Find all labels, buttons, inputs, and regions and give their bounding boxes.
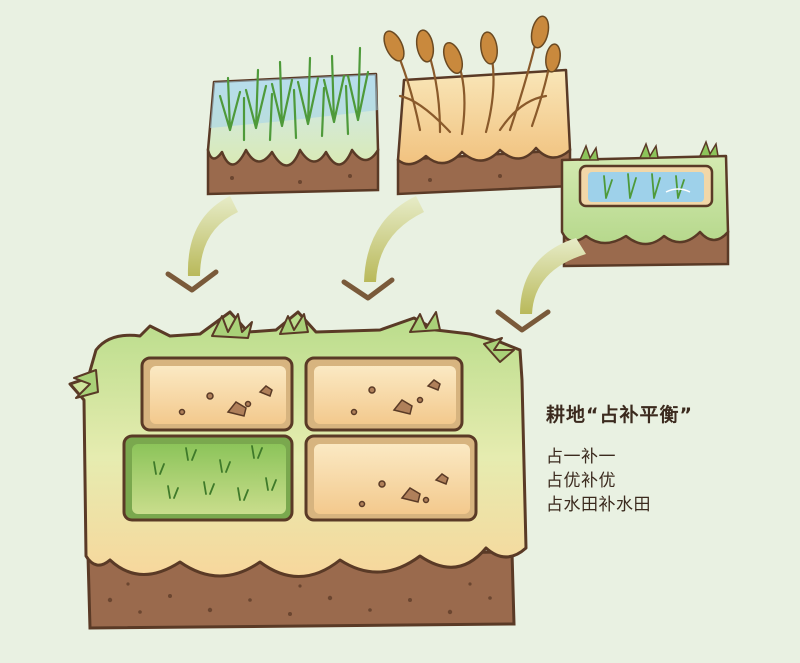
rice-seedling-block bbox=[206, 46, 380, 196]
wheat-field-block bbox=[383, 15, 572, 196]
caption-line-2: 占优补优 bbox=[546, 471, 616, 491]
caption-title: 耕地“占补平衡” bbox=[546, 404, 693, 426]
caption-line-3: 占水田补水田 bbox=[546, 495, 651, 515]
caption-line-1: 占一补一 bbox=[546, 447, 616, 467]
field-plot bbox=[140, 356, 294, 432]
large-farmland-block bbox=[68, 310, 528, 630]
curved-arrow bbox=[165, 196, 238, 293]
paddy-pond-block bbox=[560, 139, 730, 268]
caption-block: 耕地“占补平衡” 占一补一 占优补优 占水田补水田 bbox=[546, 400, 786, 517]
field-plot bbox=[122, 434, 294, 522]
curved-arrow bbox=[495, 238, 586, 333]
field-plot bbox=[304, 356, 464, 432]
curved-arrow bbox=[341, 196, 424, 301]
field-plot bbox=[304, 434, 478, 522]
